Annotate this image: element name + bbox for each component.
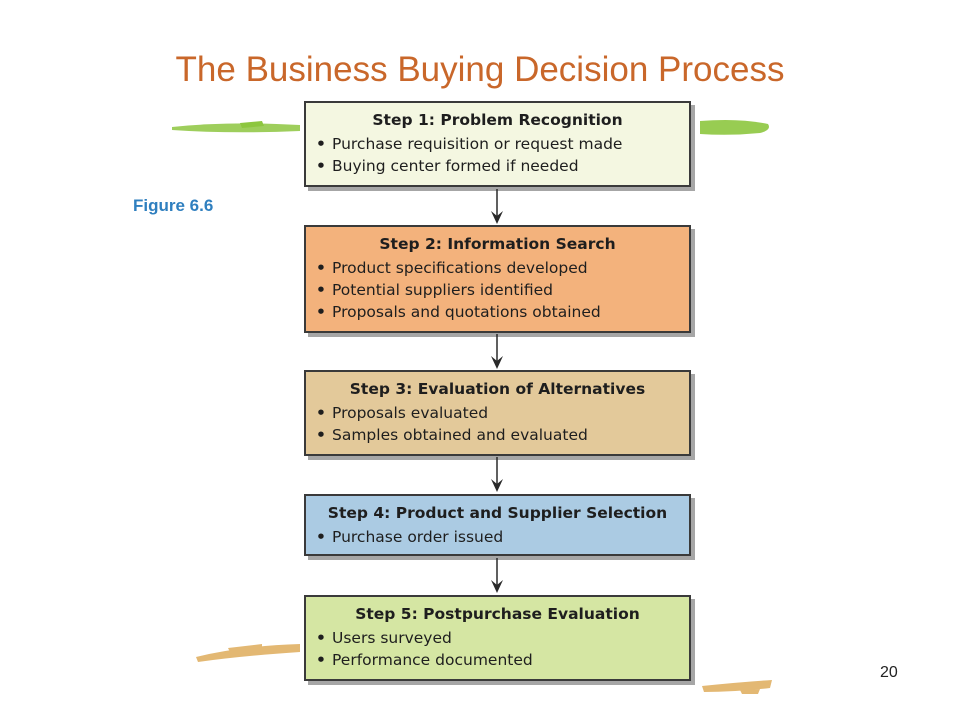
step-3-title: Step 3: Evaluation of Alternatives — [349, 380, 646, 398]
step-1-items: Purchase requisition or request made Buy… — [316, 133, 679, 177]
step-4-title: Step 4: Product and Supplier Selection — [327, 504, 668, 522]
step-5-items: Users surveyed Performance documented — [316, 627, 679, 671]
step-5-title: Step 5: Postpurchase Evaluation — [355, 605, 640, 623]
step-3-box: Step 3: Evaluation of Alternatives Propo… — [304, 370, 691, 456]
step-2-box: Step 2: Information Search Product speci… — [304, 225, 691, 333]
step-5-box: Step 5: Postpurchase Evaluation Users su… — [304, 595, 691, 681]
step-1-box: Step 1: Problem Recognition Purchase req… — [304, 101, 691, 187]
step-2-items: Product specifications developed Potenti… — [316, 257, 679, 323]
arrow-down-icon — [491, 457, 503, 492]
step-item: Users surveyed — [316, 627, 679, 649]
step-item: Proposals and quotations obtained — [316, 301, 679, 323]
arrow-down-icon — [491, 558, 503, 593]
step-item: Proposals evaluated — [316, 402, 679, 424]
step-item: Performance documented — [316, 649, 679, 671]
step-item: Potential suppliers identified — [316, 279, 679, 301]
step-item: Buying center formed if needed — [316, 155, 679, 177]
step-4-items: Purchase order issued — [316, 526, 679, 548]
step-1-title: Step 1: Problem Recognition — [372, 111, 623, 129]
figure-label: Figure 6.6 — [133, 196, 214, 215]
step-item: Product specifications developed — [316, 257, 679, 279]
slide-title: The Business Buying Decision Process — [175, 50, 785, 89]
step-4-box: Step 4: Product and Supplier Selection P… — [304, 494, 691, 556]
tan-brush-stroke — [196, 644, 772, 694]
arrow-down-icon — [491, 189, 503, 224]
step-item: Samples obtained and evaluated — [316, 424, 679, 446]
step-item: Purchase order issued — [316, 526, 679, 548]
page-number: 20 — [880, 664, 898, 681]
step-3-items: Proposals evaluated Samples obtained and… — [316, 402, 679, 446]
green-brush-stroke — [172, 120, 769, 135]
arrow-down-icon — [491, 334, 503, 369]
step-item: Purchase requisition or request made — [316, 133, 679, 155]
step-2-title: Step 2: Information Search — [379, 235, 616, 253]
